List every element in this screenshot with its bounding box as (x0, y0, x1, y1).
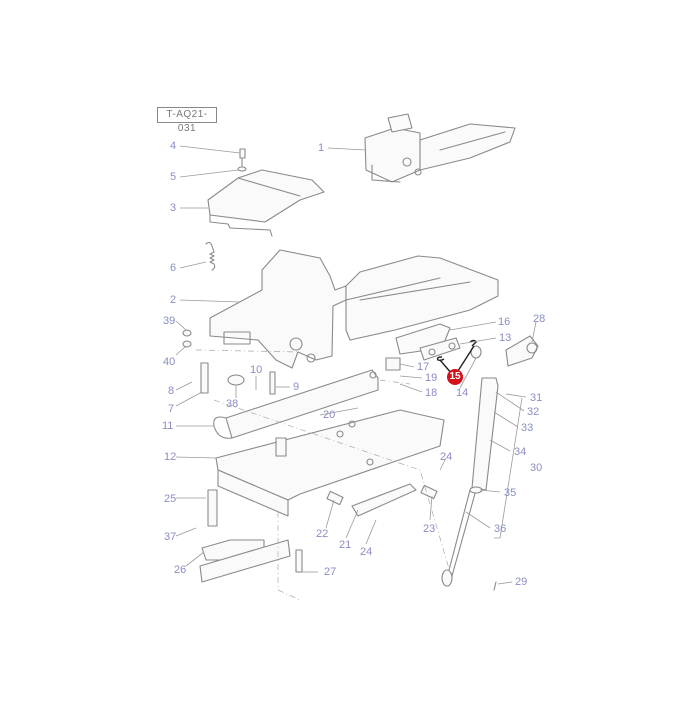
callout-32[interactable]: 32 (527, 406, 540, 418)
callout-3[interactable]: 3 (170, 202, 177, 214)
callout-33[interactable]: 33 (521, 422, 534, 434)
drawbar-plate-icon (215, 409, 445, 517)
callout-22[interactable]: 22 (316, 528, 329, 540)
callout-34[interactable]: 34 (514, 446, 527, 458)
callout-35[interactable]: 35 (504, 487, 517, 499)
pin-icon (420, 484, 438, 500)
callout-23[interactable]: 23 (423, 523, 436, 535)
pin-icon (326, 490, 344, 506)
callout-4[interactable]: 4 (170, 140, 177, 152)
callout-5[interactable]: 5 (170, 171, 177, 183)
callout-8[interactable]: 8 (168, 385, 175, 397)
callout-27[interactable]: 27 (324, 566, 337, 578)
callout-30[interactable]: 30 (530, 462, 543, 474)
callout-21[interactable]: 21 (339, 539, 352, 551)
lift-rod-icon (441, 377, 499, 587)
callout-1[interactable]: 1 (318, 142, 325, 154)
callout-10[interactable]: 10 (250, 364, 263, 376)
callout-37[interactable]: 37 (164, 531, 177, 543)
callout-18[interactable]: 18 (425, 387, 438, 399)
leader-lines (175, 145, 537, 585)
r-clip-icon (436, 356, 445, 362)
callout-28[interactable]: 28 (533, 313, 546, 325)
bolt-icon (237, 148, 247, 172)
callout-24-upper[interactable]: 24 (440, 451, 453, 463)
callout-36[interactable]: 36 (494, 523, 507, 535)
washer-icon (182, 340, 192, 348)
callout-26[interactable]: 26 (174, 564, 187, 576)
callout-7[interactable]: 7 (168, 403, 175, 415)
callout-29[interactable]: 29 (515, 576, 528, 588)
callout-20[interactable]: 20 (323, 409, 336, 421)
link-parts-icon (385, 323, 482, 371)
cover-plate-icon (207, 169, 325, 237)
nut-icon (182, 329, 192, 337)
pin-icon (200, 362, 209, 394)
link-icon (351, 483, 417, 517)
callout-16[interactable]: 16 (498, 316, 511, 328)
split-pin-icon (493, 581, 497, 591)
spring-icon (205, 241, 216, 271)
knob-icon (227, 374, 245, 386)
part-1-assembly-icon (364, 113, 516, 183)
callout-12[interactable]: 12 (164, 451, 177, 463)
callout-40[interactable]: 40 (163, 356, 176, 368)
callout-9[interactable]: 9 (293, 381, 300, 393)
callout-38[interactable]: 38 (226, 398, 239, 410)
callout-31[interactable]: 31 (530, 392, 543, 404)
bolt-icon (295, 549, 303, 573)
pin-icon (269, 371, 276, 395)
callout-17[interactable]: 17 (417, 361, 430, 373)
bracket-icon (505, 335, 539, 367)
callout-13[interactable]: 13 (499, 332, 512, 344)
callout-15-highlighted[interactable]: 15 (447, 369, 463, 385)
callout-19[interactable]: 19 (425, 372, 438, 384)
block-icon (199, 539, 291, 583)
callout-25[interactable]: 25 (164, 493, 177, 505)
callout-39[interactable]: 39 (163, 315, 176, 327)
pin-icon (207, 489, 218, 527)
callout-2[interactable]: 2 (170, 294, 177, 306)
reference-code-label: T-AQ21-031 (157, 107, 217, 134)
callout-24[interactable]: 24 (360, 546, 373, 558)
r-clip-icon (469, 339, 477, 347)
callout-14[interactable]: 14 (456, 387, 469, 399)
main-frame-icon (209, 249, 499, 369)
callout-11[interactable]: 11 (162, 420, 174, 432)
callout-6[interactable]: 6 (170, 262, 177, 274)
